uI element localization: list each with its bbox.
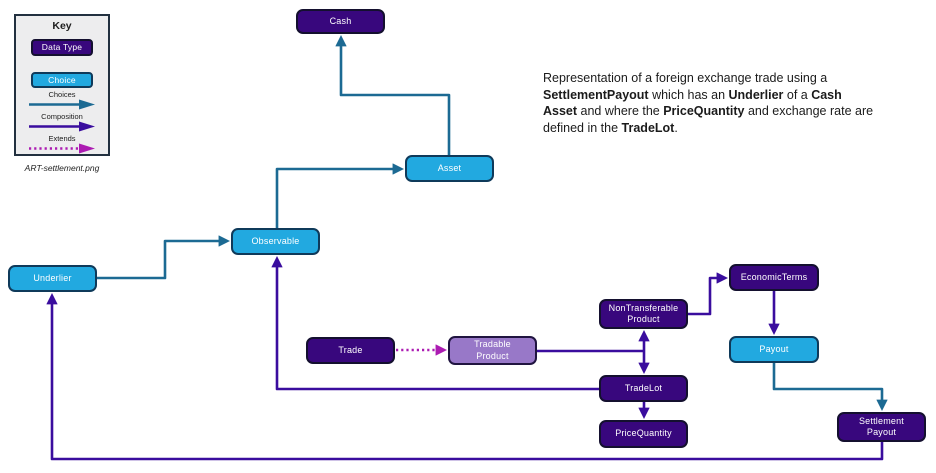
node-underlier: Underlier [8, 265, 97, 292]
node-economic-terms: EconomicTerms [729, 264, 819, 291]
legend-row-extends: Extends [27, 134, 97, 154]
key-title: Key [52, 20, 72, 32]
node-cash: Cash [296, 9, 385, 34]
key-choice-chip: Choice [31, 71, 93, 88]
connector-observable-to-asset [275, 163, 405, 228]
key-datatype-chip: Data Type [31, 39, 93, 56]
connector-asset-to-cash [335, 34, 451, 155]
composition-arrow-icon [29, 121, 95, 132]
legend-label-extends: Extends [48, 134, 76, 143]
connector-payout-to-settlementpayout [772, 363, 888, 412]
legend-row-choices: Choices [27, 90, 97, 110]
legend-label-composition: Composition [41, 112, 83, 121]
node-settlement-payout: Settlement Payout [837, 412, 926, 442]
node-trade-lot: TradeLot [599, 375, 688, 402]
diagram-filename: ART-settlement.png [24, 163, 100, 173]
legend-label-choices: Choices [48, 90, 76, 99]
extends-dotted-arrow-icon [29, 143, 95, 154]
choices-arrow-icon [29, 99, 95, 110]
node-price-quantity: PriceQuantity [599, 420, 688, 448]
node-trade: Trade [306, 337, 395, 364]
description-text: Representation of a foreign exchange tra… [543, 71, 874, 135]
node-payout: Payout [729, 336, 819, 363]
connector-tradelot-to-observable [271, 255, 599, 391]
connector-underlier-to-observable [97, 235, 231, 280]
node-tradable-product: Tradable Product [448, 336, 537, 365]
node-observable: Observable [231, 228, 320, 255]
node-nontransferable-product: NonTransferable Product [599, 299, 688, 329]
legend-row-composition: Composition [27, 112, 97, 132]
node-asset: Asset [405, 155, 494, 182]
connector-nontransferableproduct-to-economicterms [688, 272, 729, 316]
key-panel: Key Data Type Choice Choices Composition… [14, 14, 110, 156]
connector-settlementpayout-to-underlier [46, 292, 884, 461]
